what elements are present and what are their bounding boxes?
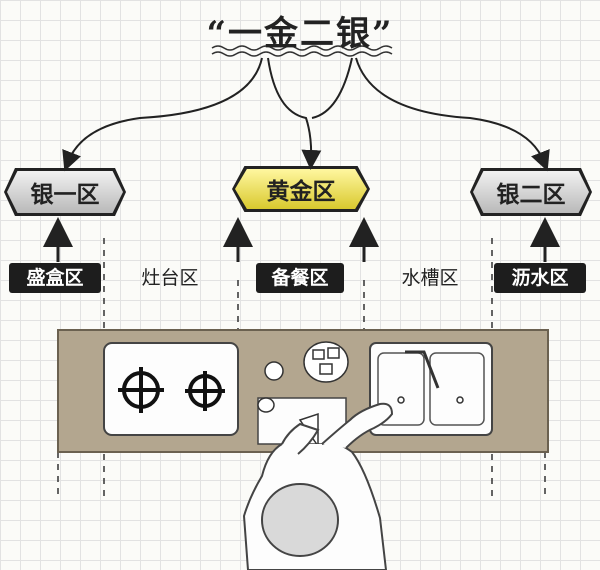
head-icon (261, 483, 339, 557)
round-fruit-icon (264, 361, 284, 381)
arrow-to-gold-2 (311, 57, 353, 119)
zone-label-1: 盛盒区 (9, 263, 101, 293)
stove (103, 342, 239, 436)
level-gold-label: 黄金区 (266, 178, 336, 205)
title-underline-2 (211, 51, 393, 57)
sink-basin-right (429, 352, 485, 426)
page-title: “一金二银” (206, 14, 394, 54)
level-silver-right: 银二区 (470, 168, 592, 216)
food-bowl-icon (303, 341, 349, 383)
level-silver-right-label: 银二区 (496, 181, 566, 208)
person-figure (242, 402, 394, 570)
level-silver-left-label: 银一区 (30, 181, 100, 208)
tomato-icon (257, 397, 275, 413)
level-gold: 黄金区 (232, 166, 370, 212)
zone-label-3: 备餐区 (256, 263, 344, 293)
level-silver-left: 银一区 (4, 168, 126, 216)
burner-right-icon (185, 371, 225, 411)
zone-label-4: 水槽区 (401, 267, 459, 289)
faucet-icon (405, 350, 440, 389)
zone-label-2: 灶台区 (141, 267, 199, 289)
title-underline (211, 45, 393, 51)
arrow-to-gold (267, 57, 322, 170)
sink-basin-left (377, 352, 425, 426)
arrow-to-silver-right (355, 57, 550, 172)
drain-left-icon (397, 396, 405, 404)
sink (369, 342, 493, 436)
arrow-to-silver-left (62, 57, 263, 172)
burner-left-icon (118, 367, 164, 413)
drain-right-icon (456, 396, 464, 404)
zone-label-5: 沥水区 (494, 263, 586, 293)
zone-dividers (57, 238, 546, 500)
